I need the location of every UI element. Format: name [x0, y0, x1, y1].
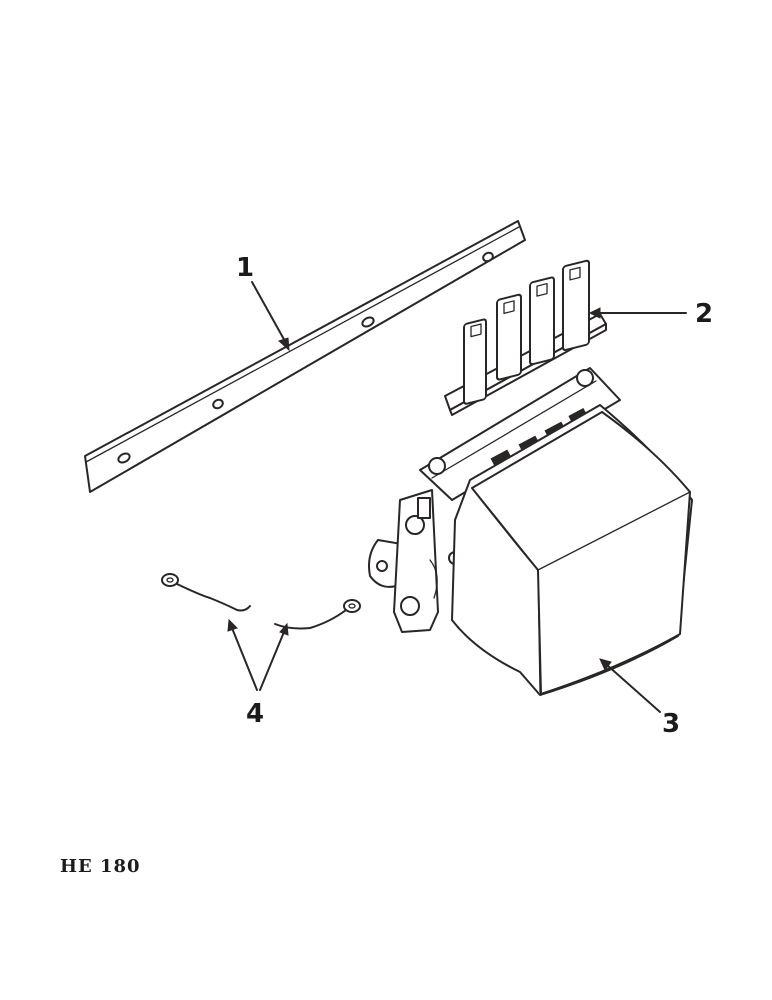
leader-lines: [227, 281, 687, 713]
connector-plug-part-2: [444, 259, 607, 416]
callout-3: 3: [662, 709, 680, 739]
mounting-strip-part-1: [84, 220, 526, 493]
regulator-part-3: [368, 367, 693, 696]
callout-1: 1: [236, 253, 254, 283]
figure-code: HE 180: [60, 856, 141, 877]
callout-2: 2: [695, 299, 713, 329]
callout-4: 4: [246, 699, 264, 729]
ground-wires-part-4: [161, 573, 361, 630]
